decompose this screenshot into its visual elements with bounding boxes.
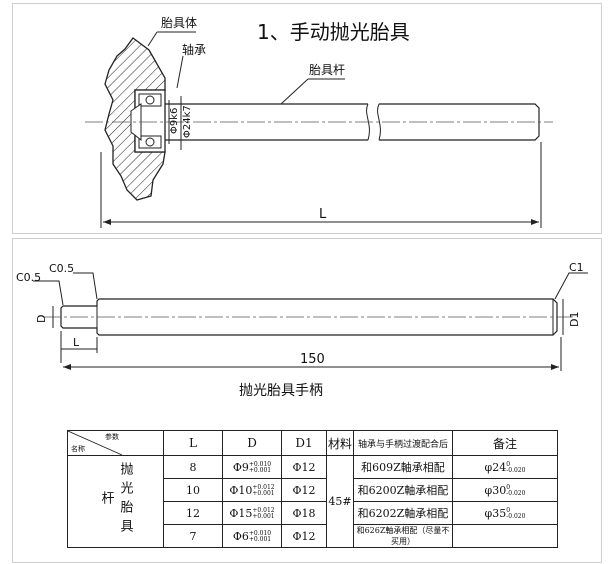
cell-L: 12: [163, 501, 223, 525]
label-D1: D1: [568, 312, 581, 327]
cell-note: [452, 524, 558, 548]
label-fixture-rod: 胎具杆: [309, 63, 345, 77]
cell-D1: Φ12: [281, 478, 327, 502]
handle-panel: C0.5 C0.5 C1 D D1 L 150 抛光胎具手柄 参数 名称: [12, 238, 602, 563]
cell-L: 7: [163, 524, 223, 548]
cell-note: φ240-0.020: [452, 455, 558, 479]
table-header-row: 参数 名称 L D D1 材料 轴承与手柄过渡配合后 备注: [67, 430, 558, 456]
cell-fit: 和6202Z軸承相配: [353, 501, 453, 525]
cell-L: 8: [163, 455, 223, 479]
cell-D1: Φ12: [281, 524, 327, 548]
cell-D: Φ9+0.010+0.001: [222, 455, 282, 479]
material-cell: 45#: [326, 455, 354, 548]
cell-note: φ350-0.020: [452, 501, 558, 525]
fixture-title: 1、手动抛光胎具: [257, 20, 410, 44]
header-D1: D1: [281, 430, 327, 456]
cell-D1: Φ12: [281, 455, 327, 479]
header-material: 材料: [326, 430, 354, 456]
label-bearing: 轴承: [182, 42, 206, 57]
handle-drawing: C0.5 C0.5 C1 D D1 L 150: [16, 261, 588, 371]
spec-table: 参数 名称 L D D1 材料 轴承与手柄过渡配合后 备注 抛光胎具杆 8 Φ9…: [67, 430, 558, 548]
table-row: 抛光胎具杆 8 Φ9+0.010+0.001 Φ12 45# 和609Z軸承相配…: [67, 455, 558, 548]
cell-D: Φ10+0.012+0.001: [222, 478, 282, 502]
label-chamfer-left: C0.5: [16, 271, 41, 284]
cell-D: Φ6+0.010+0.001: [222, 524, 282, 548]
dim-bearing-od: Φ24k7: [182, 105, 193, 138]
table-row: 12 Φ15+0.012+0.001 Φ18 和6202Z軸承相配 φ350-0…: [68, 501, 558, 525]
fixture-assembly-panel: 1、手动抛光胎具 Φ9k6 Φ24k7 胎具体 轴承 胎具杆: [12, 3, 602, 234]
corner-cell: 参数 名称: [67, 430, 164, 456]
cell-fit: 和6200Z軸承相配: [353, 478, 453, 502]
label-chamfer-mid: C0.5: [49, 262, 74, 275]
handle-caption: 抛光胎具手柄: [239, 383, 323, 399]
label-L: L: [73, 336, 80, 349]
table-row: 10 Φ10+0.012+0.001 Φ12 和6200Z軸承相配 φ300-0…: [68, 478, 558, 502]
label-fixture-body: 胎具体: [161, 16, 197, 30]
dim-length-150: 150: [300, 352, 325, 367]
label-chamfer-right: C1: [569, 261, 584, 274]
header-note: 备注: [452, 430, 558, 456]
cell-L: 10: [163, 478, 223, 502]
table-row: 7 Φ6+0.010+0.001 Φ12 和626Z軸承相配（尽量不买用）: [68, 524, 558, 548]
name-cell: 抛光胎具杆: [67, 455, 164, 548]
header-L: L: [163, 430, 223, 456]
fixture-assembly-drawing: Φ9k6 Φ24k7 胎具体 轴承 胎具杆 L: [85, 16, 553, 228]
label-D: D: [35, 315, 48, 323]
dim-length-L: L: [319, 207, 327, 222]
cell-D: Φ15+0.012+0.001: [222, 501, 282, 525]
dim-bearing-bore: Φ9k6: [169, 108, 180, 134]
header-fit: 轴承与手柄过渡配合后: [353, 430, 453, 456]
cell-D1: Φ18: [281, 501, 327, 525]
cell-note: φ300-0.020: [452, 478, 558, 502]
header-D: D: [222, 430, 282, 456]
cell-fit: 和626Z軸承相配（尽量不买用）: [353, 524, 453, 548]
cell-fit: 和609Z軸承相配: [353, 455, 453, 479]
